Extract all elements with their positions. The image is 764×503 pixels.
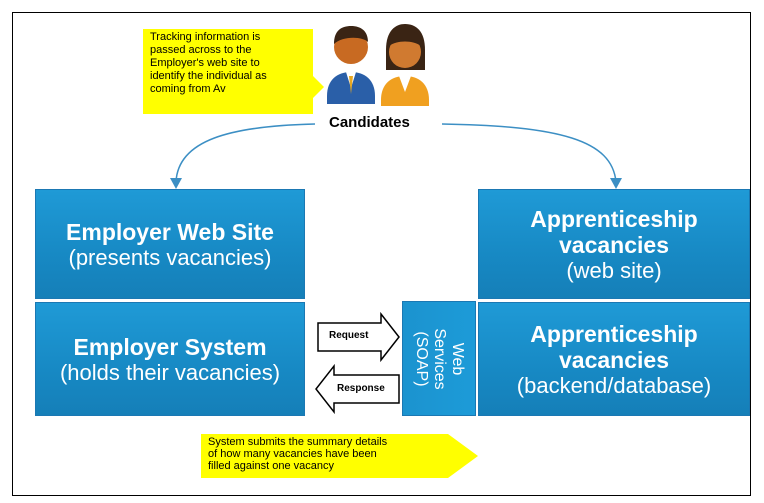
apprenticeship-backend-title: Apprenticeship [530,320,698,347]
tracking-note-line: coming from Av [150,83,226,95]
apprenticeship-backend-title: vacancies [559,346,669,373]
web-services-label: Web Services (SOAP) [412,328,466,389]
person-male-icon [327,26,375,104]
candidates-label: Candidates [323,114,416,131]
summary-note: System submits the summary details of ho… [208,436,387,472]
employer-system-box[interactable]: Employer System (holds their vacancies) [35,302,305,416]
candidates-left-connector [175,123,316,183]
employer-system-title: Employer System [73,333,267,360]
response-arrow[interactable] [315,363,400,415]
request-arrow[interactable] [317,311,400,363]
apprenticeship-web-title: Apprenticeship [530,205,698,232]
apprenticeship-backend-box[interactable]: Apprenticeship vacancies (backend/databa… [478,302,750,416]
tracking-note: Tracking information is passed across to… [150,31,267,96]
candidates-right-connector [441,123,617,183]
right-arrowhead [610,178,622,189]
employer-web-site-title: Employer Web Site [66,218,274,245]
employer-web-site-subtitle: (presents vacancies) [68,244,272,270]
web-services-box[interactable]: Web Services (SOAP) [402,301,476,416]
apprenticeship-web-title: vacancies [559,231,669,258]
apprenticeship-web-box[interactable]: Apprenticeship vacancies (web site) [478,189,750,299]
tracking-note-line: Employer's web site to [150,57,260,69]
employer-web-site-box[interactable]: Employer Web Site (presents vacancies) [35,189,305,299]
employer-system-subtitle: (holds their vacancies) [59,359,281,385]
request-label: Request [329,330,369,341]
tracking-note-line: passed across to the [150,44,252,56]
summary-note-line: of how many vacancies have been [208,448,377,460]
tracking-note-line: identify the individual as [150,70,267,82]
web-services-line: (SOAP) [413,330,430,387]
response-label: Response [337,383,385,394]
summary-note-line: System submits the summary details [208,436,388,448]
apprenticeship-web-subtitle: (web site) [566,257,662,283]
summary-note-line: filled against one vacancy [208,460,334,472]
apprenticeship-backend-subtitle: (backend/database) [516,372,712,398]
web-services-line: Web [449,342,466,375]
left-arrowhead [170,178,182,189]
tracking-note-line: Tracking information is [150,31,261,43]
person-female-icon [381,24,429,106]
tracking-note-callout [143,29,324,114]
web-services-line: Services [431,327,448,390]
summary-note-callout [201,434,478,478]
